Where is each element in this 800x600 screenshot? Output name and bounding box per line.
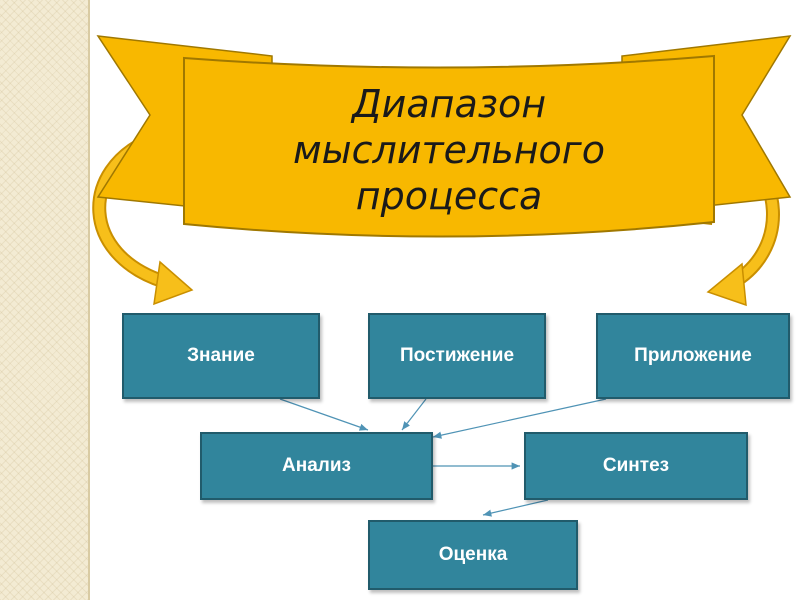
node-znanie: Знание (122, 313, 320, 399)
side-strip-edge (88, 0, 90, 600)
connector-znanie-analiz (279, 398, 369, 431)
connector-lines (279, 398, 607, 517)
connector-postizhenie-analiz (401, 398, 427, 431)
decorative-side-strip (0, 0, 88, 600)
connector-prilozhenie-analiz (432, 398, 607, 439)
node-sintez: Синтез (524, 432, 748, 500)
node-analiz-label: Анализ (282, 455, 351, 476)
node-otsenka-label: Оценка (438, 544, 508, 565)
node-prilozhenie: Приложение (596, 313, 790, 399)
node-postizhenie: Постижение (368, 313, 546, 399)
title-banner (96, 35, 792, 238)
node-znanie-label: Знание (187, 345, 255, 366)
banner-title: Диапазон мыслительного процесса (292, 82, 606, 218)
node-prilozhenie-label: Приложение (634, 345, 752, 366)
node-otsenka: Оценка (368, 520, 578, 590)
node-analiz: Анализ (200, 432, 433, 500)
node-postizhenie-label: Постижение (399, 345, 515, 366)
node-sintez-label: Синтез (602, 455, 670, 476)
connector-sintez-otsenka (482, 499, 549, 517)
